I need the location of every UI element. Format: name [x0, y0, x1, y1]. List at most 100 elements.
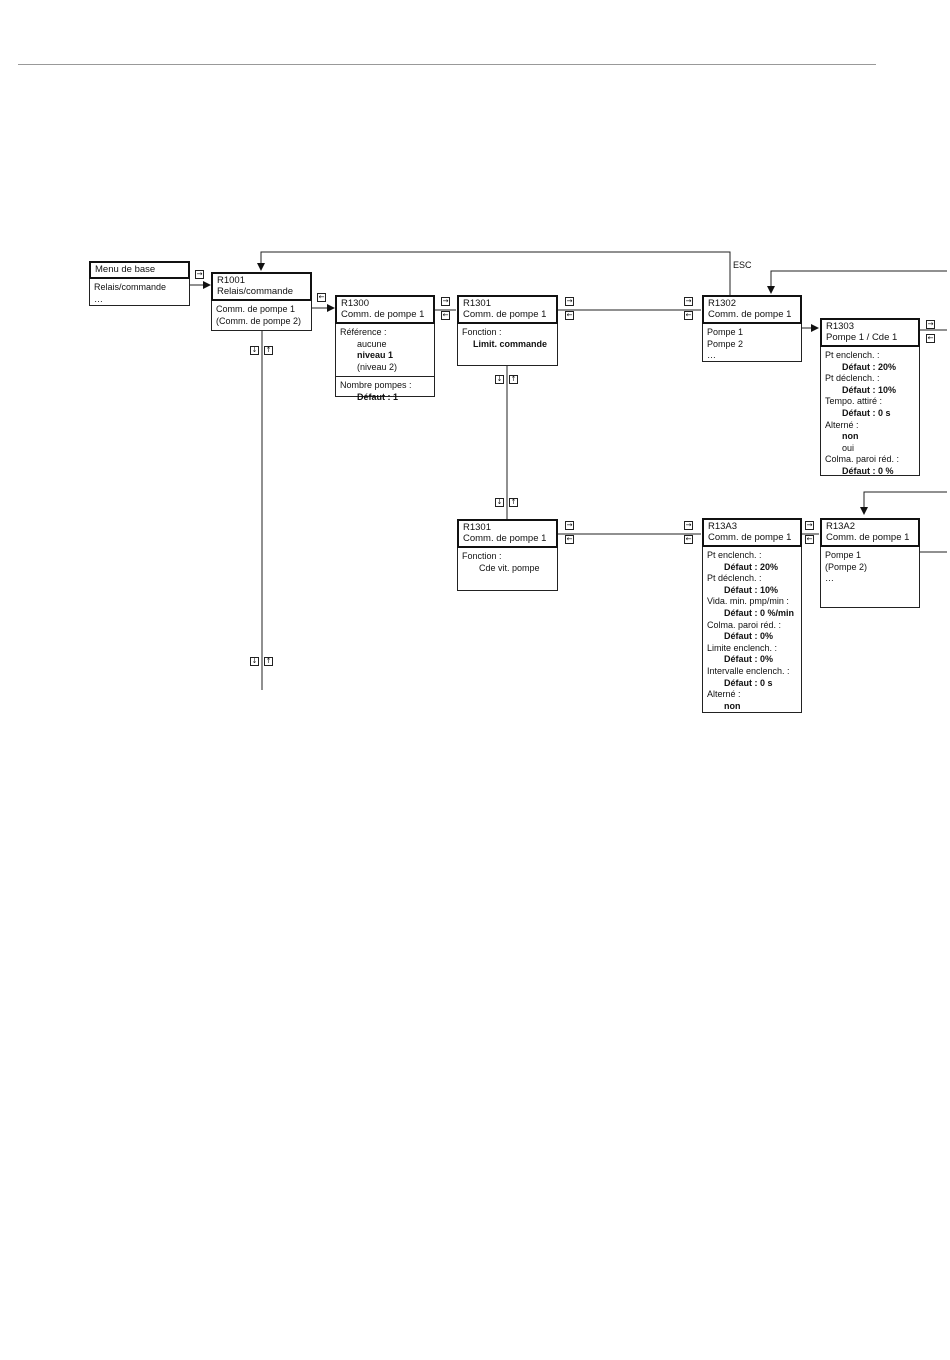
r13a2-row: (Pompe 2)	[825, 561, 868, 572]
r13a3-row: Limite enclench. :	[707, 642, 778, 653]
enter-key-icon[interactable]: →	[195, 270, 204, 279]
r13a2-box[interactable]: R13A2 Comm. de pompe 1 Pompe 1 (Pompe 2)…	[820, 518, 920, 608]
header-line: R13A3	[708, 521, 738, 532]
r1301-speed-header: R1301 Comm. de pompe 1	[457, 519, 558, 548]
enter-key-icon[interactable]: →	[805, 521, 814, 530]
r1301-row: Fonction :	[462, 551, 502, 561]
enter-key-icon[interactable]: →	[926, 320, 935, 329]
r1300-row: Référence :	[340, 327, 387, 337]
enter-key-icon[interactable]: →	[441, 297, 450, 306]
r1300-row: aucune	[357, 338, 387, 349]
header-line: Comm. de pompe 1	[826, 532, 910, 543]
header-line: Comm. de pompe 1	[708, 309, 792, 320]
r1303-header: R1303 Pompe 1 / Cde 1	[820, 318, 920, 347]
enter-key-icon[interactable]: →	[565, 521, 574, 530]
r13a3-row: Défaut : 20%	[724, 561, 779, 572]
r1001-row: (Comm. de pompe 2)	[216, 315, 302, 326]
r1303-row: Pt enclench. :	[825, 350, 880, 360]
down-key-icon[interactable]: ↓	[250, 657, 259, 666]
arrow-esc-to-r1001	[257, 251, 731, 296]
back-key-icon[interactable]: ←	[565, 311, 574, 320]
back-key-icon[interactable]: ←	[441, 311, 450, 320]
back-key-icon[interactable]: ←	[805, 535, 814, 544]
r1302-body: Pompe 1 Pompe 2 …	[703, 324, 801, 365]
header-line: Comm. de pompe 1	[463, 533, 547, 544]
r1300-section: Nombre pompes : Défaut : 1	[336, 376, 434, 406]
r13a2-body: Pompe 1 (Pompe 2) …	[821, 547, 919, 588]
enter-key-icon[interactable]: →	[684, 521, 693, 530]
back-key-icon[interactable]: ←	[565, 535, 574, 544]
r1303-box[interactable]: R1303 Pompe 1 / Cde 1 Pt enclench. : Déf…	[820, 318, 920, 476]
header-line: Comm. de pompe 1	[463, 309, 547, 320]
down-key-icon[interactable]: ↓	[250, 346, 259, 355]
r1300-row: niveau 1	[357, 350, 394, 361]
r1303-row: non	[842, 431, 859, 442]
r1300-row: Défaut : 1	[357, 391, 399, 402]
top-rule	[18, 64, 876, 65]
r1301-limit-header: R1301 Comm. de pompe 1	[457, 295, 558, 324]
up-key-icon[interactable]: ↑	[509, 498, 518, 507]
enter-key-icon[interactable]: →	[684, 297, 693, 306]
r1301-limit-body: Fonction : Limit. commande	[458, 324, 557, 353]
enter-key-icon[interactable]: →	[565, 297, 574, 306]
arrow-into-r13a2	[860, 491, 947, 515]
header-line: R1303	[826, 321, 854, 332]
r13a3-row: non	[724, 700, 741, 711]
r13a3-row: Colma. paroi réd. :	[707, 619, 782, 630]
r13a3-row: Alterné :	[707, 689, 741, 700]
r1001-body: Comm. de pompe 1 (Comm. de pompe 2)	[212, 301, 311, 330]
back-key-icon[interactable]: ←	[684, 535, 693, 544]
header-line: Relais/commande	[217, 286, 294, 297]
r1303-row: Défaut : 10%	[842, 384, 897, 395]
r13a3-row: Défaut : 0%	[724, 631, 774, 642]
r13a3-row: Défaut : 0%	[724, 654, 774, 665]
r13a3-box[interactable]: R13A3 Comm. de pompe 1 Pt enclench. : Dé…	[702, 518, 802, 713]
header-line: R1302	[708, 298, 736, 309]
r1303-row: Défaut : 0 s	[842, 407, 891, 418]
back-key-icon[interactable]: ←	[926, 334, 935, 343]
menu-base-header: Menu de base	[89, 261, 190, 279]
r1303-row: oui	[842, 442, 855, 453]
r1300-box[interactable]: R1300 Comm. de pompe 1 Référence : aucun…	[335, 295, 435, 402]
up-key-icon[interactable]: ↑	[509, 375, 518, 384]
r1300-body: Référence : aucune niveau 1 (niveau 2)	[336, 324, 434, 376]
header-line: Pompe 1 / Cde 1	[826, 332, 898, 343]
r13a3-row: Pt enclench. :	[707, 550, 762, 560]
menu-row: Relais/commande	[94, 282, 167, 292]
r13a2-row: …	[825, 573, 834, 584]
r1300-row: (niveau 2)	[357, 361, 398, 372]
r13a3-row: Intervalle enclench. :	[707, 665, 790, 676]
r13a3-row: Défaut : 10%	[724, 584, 779, 595]
r1302-header: R1302 Comm. de pompe 1	[702, 295, 802, 324]
r1001-box[interactable]: R1001 Relais/commande Comm. de pompe 1 (…	[211, 272, 312, 331]
r13a3-row: Vida. min. pmp/min :	[707, 596, 789, 607]
r1301-limit-box[interactable]: R1301 Comm. de pompe 1 Fonction : Limit.…	[457, 295, 558, 366]
header-line: Menu de base	[95, 264, 156, 275]
r1301-speed-box[interactable]: R1301 Comm. de pompe 1 Fonction : Cde vi…	[457, 519, 558, 591]
r1301-speed-body: Fonction : Cde vit. pompe	[458, 548, 557, 577]
r1301-row: Fonction :	[462, 327, 502, 337]
menu-base-box[interactable]: Menu de base Relais/commande …	[89, 261, 190, 306]
down-key-icon[interactable]: ↓	[495, 375, 504, 384]
header-line: R1301	[463, 298, 491, 309]
r13a3-row: Défaut : 0 s	[724, 677, 773, 688]
r1303-row: Défaut : 20%	[842, 361, 897, 372]
back-key-icon[interactable]: ←	[684, 311, 693, 320]
r1300-row: Nombre pompes :	[340, 380, 412, 391]
r1302-row: …	[707, 350, 716, 361]
header-line: R13A2	[826, 521, 856, 532]
r1300-header: R1300 Comm. de pompe 1	[335, 295, 435, 324]
r1303-row: Tempo. attiré :	[825, 396, 883, 407]
menu-base-body: Relais/commande …	[90, 279, 189, 308]
r13a3-row: Défaut : 0 %/min	[724, 607, 795, 618]
r1303-row: Colma. paroi réd. :	[825, 454, 900, 465]
down-key-icon[interactable]: ↓	[495, 498, 504, 507]
back-key-icon[interactable]: ←	[317, 293, 326, 302]
header-line: R1001	[217, 275, 245, 286]
r13a3-row: Pt déclench. :	[707, 573, 762, 584]
up-key-icon[interactable]: ↑	[264, 657, 273, 666]
arrow-into-r1302	[767, 270, 947, 294]
up-key-icon[interactable]: ↑	[264, 346, 273, 355]
esc-label: ESC	[733, 260, 752, 270]
r1302-box[interactable]: R1302 Comm. de pompe 1 Pompe 1 Pompe 2 …	[702, 295, 802, 362]
